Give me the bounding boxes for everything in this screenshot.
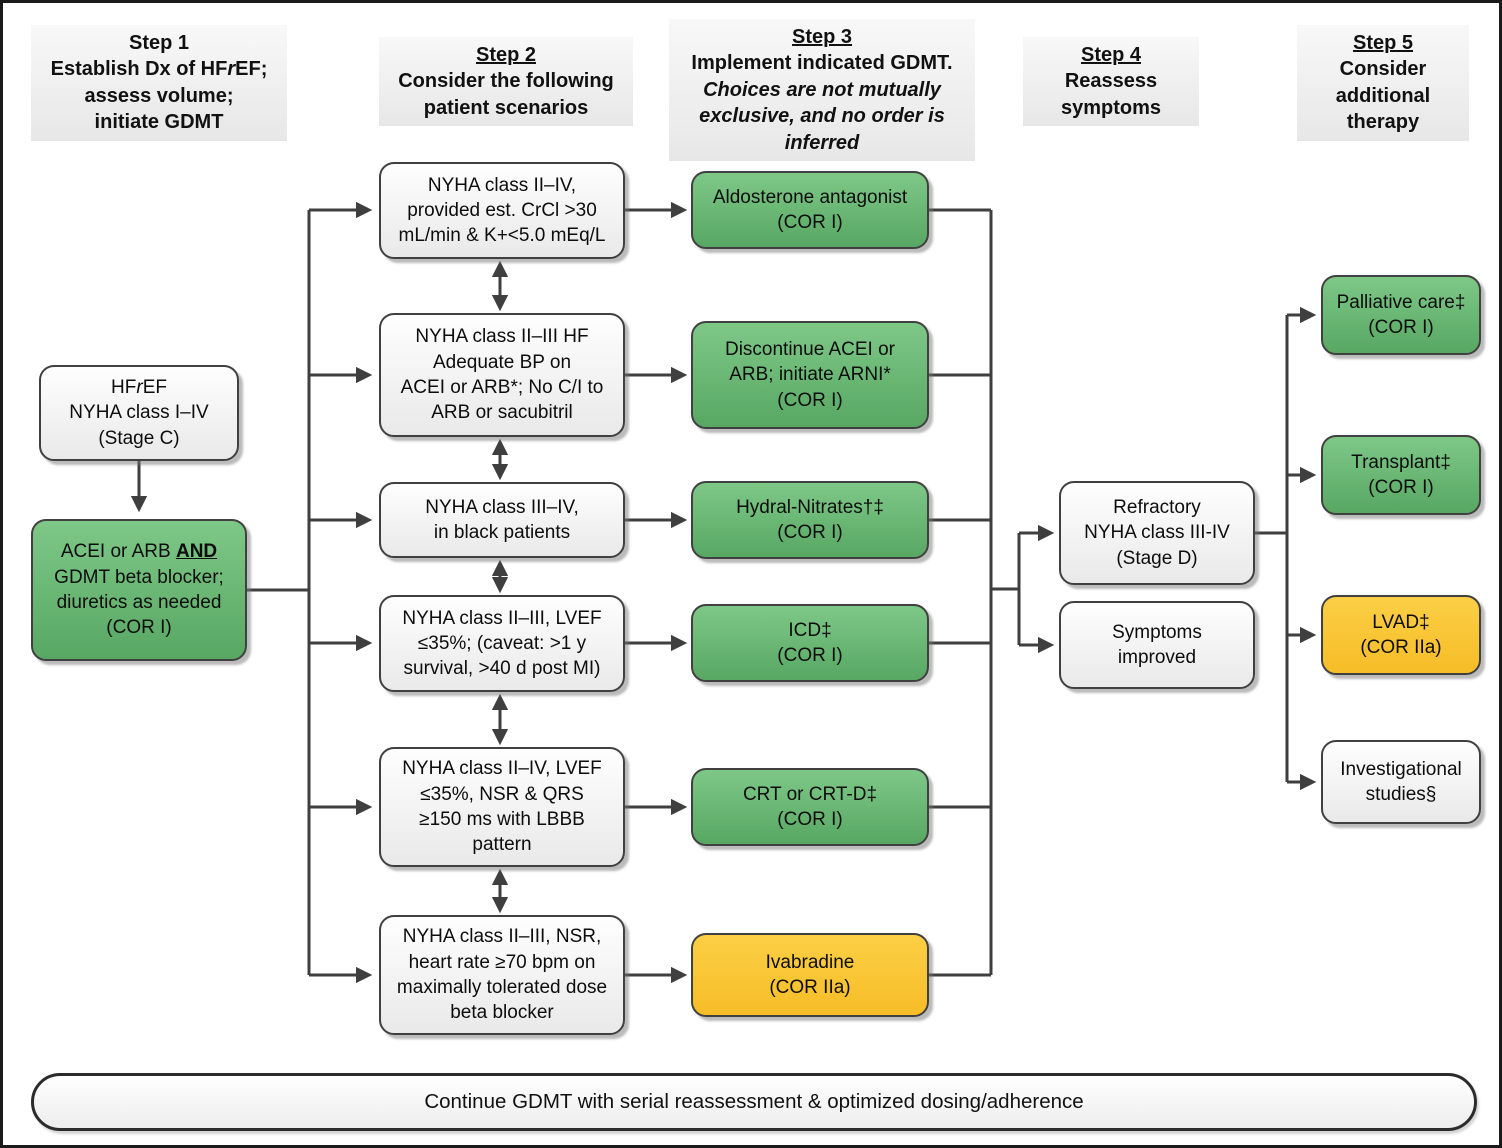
step1-title: Step 1 [128,32,190,54]
therapy-node-ivabradine: Ivabradine(COR IIa) [691,933,929,1017]
therapy-node-crt: CRT or CRT-D‡(COR I) [691,768,929,846]
scenario-node-heart-rate: NYHA class II–III, NSR,heart rate ≥70 bp… [379,915,625,1035]
continue-gdmt-text: Continue GDMT with serial reassessment &… [424,1090,1084,1113]
stage-c-node: HFrEF NYHA class I–IV(Stage C) [39,365,239,461]
scenario-node-black-patients: NYHA class III–IV,in black patients [379,482,625,558]
step1-subtitle-line1: Establish Dx of HFrEF; [50,58,268,81]
step4-title: Step 4 [1080,44,1142,66]
scenario-node-lvef-icd: NYHA class II–III, LVEF≤35%; (caveat: >1… [379,595,625,692]
additional-node-lvad: LVAD‡(COR IIa) [1321,595,1481,675]
step5-title: Step 5 [1352,32,1414,54]
continue-gdmt-banner: Continue GDMT with serial reassessment &… [31,1073,1477,1131]
therapy-node-hydral-nitrates: Hydral-Nitrates†‡(COR I) [691,481,929,559]
stage-c-line1: HFrEF [111,377,167,399]
step1-subtitle-rest: assess volume;initiate GDMT [84,84,234,134]
scenario-node-lbbb: NYHA class II–IV, LVEF≤35%, NSR & QRS≥15… [379,747,625,867]
gdmt-initiation-node: ACEI or ARB AND GDMT beta blocker;diuret… [31,519,247,661]
step3-subtitle: Implement indicated GDMT. [691,52,953,75]
additional-node-transplant: Transplant‡(COR I) [1321,435,1481,515]
step3-header: Step 3 Implement indicated GDMT. Choices… [669,19,975,161]
step2-title: Step 2 [475,44,537,66]
therapy-node-icd: ICD‡(COR I) [691,604,929,682]
additional-node-palliative-care: Palliative care‡(COR I) [1321,275,1481,355]
gdmt-line1: ACEI or ARB AND [60,541,218,563]
therapy-node-aldosterone-antagonist: Aldosterone antagonist(COR I) [691,171,929,249]
step1-header: Step 1 Establish Dx of HFrEF; assess vol… [31,25,287,141]
step3-title: Step 3 [791,26,853,48]
flow-connector-lines [130,201,1317,984]
